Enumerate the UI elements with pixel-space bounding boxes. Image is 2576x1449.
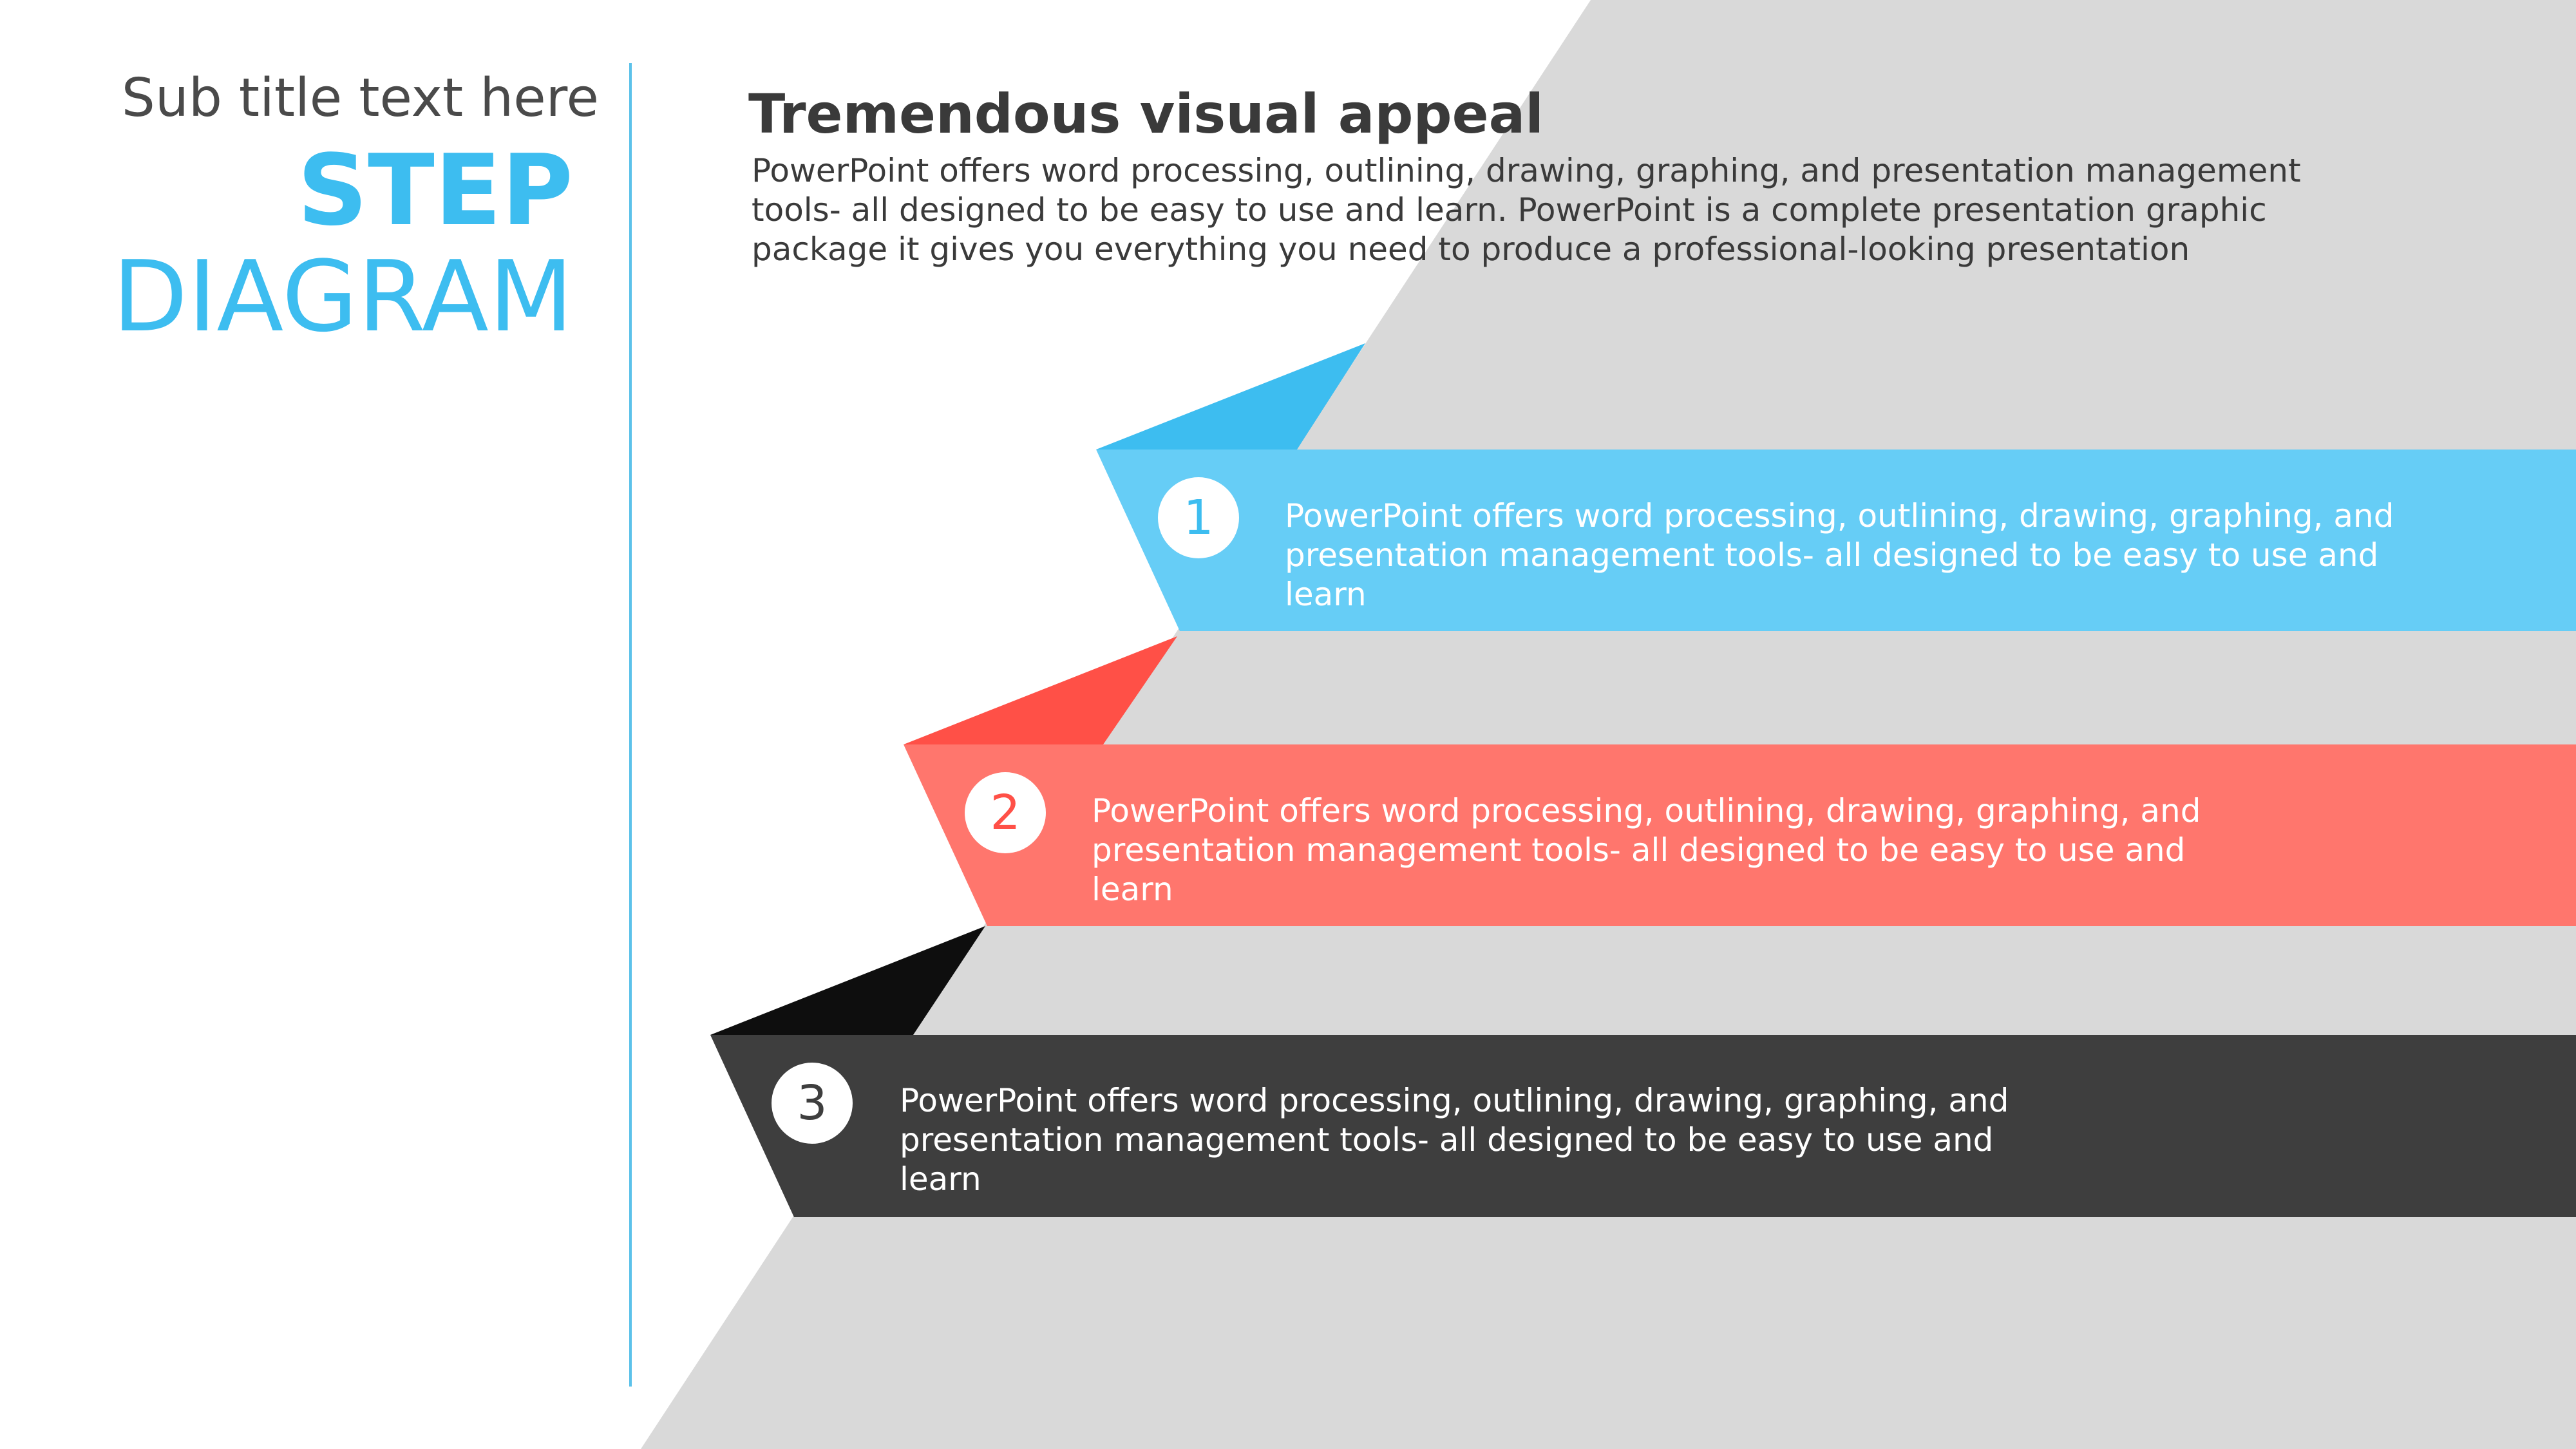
intro-heading: Tremendous visual appeal	[748, 82, 1544, 146]
intro-body: PowerPoint offers word processing, outli…	[752, 152, 2301, 268]
step-3-band	[710, 1035, 2576, 1217]
step-3-fold	[710, 926, 985, 1035]
title-step: STEP	[297, 133, 573, 247]
step-1-fold	[1096, 343, 1365, 450]
step-2-fold	[904, 636, 1177, 744]
title-diagram: DIAGRAM	[112, 240, 573, 354]
step-3-number-badge: 3	[772, 1063, 853, 1144]
step-1-text: PowerPoint offers word processing, outli…	[1285, 497, 2394, 613]
step-2-number-badge: 2	[965, 772, 1046, 853]
subtitle: Sub title text here	[121, 68, 599, 129]
step-3-text: PowerPoint offers word processing, outli…	[900, 1082, 2009, 1198]
step-2-text: PowerPoint offers word processing, outli…	[1092, 792, 2201, 908]
vertical-divider	[629, 63, 632, 1387]
step-2-band	[904, 744, 2576, 926]
step-1-number-badge: 1	[1158, 477, 1239, 558]
step-1-band	[1096, 450, 2576, 631]
